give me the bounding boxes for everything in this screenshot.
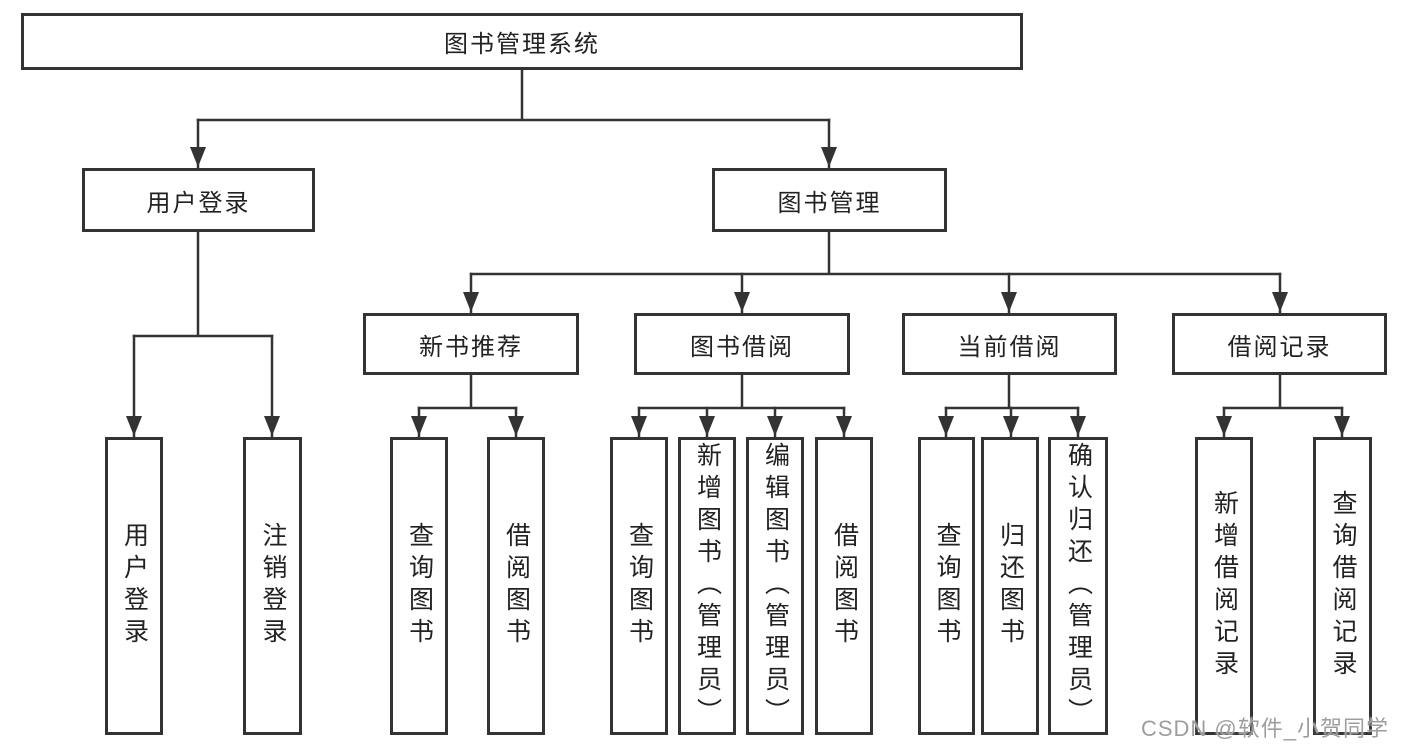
leaf-return-books: 归还图书 [981,437,1039,735]
node-current-borrow: 当前借阅 [902,313,1117,375]
leaf-borrow-books: 借阅图书 [815,437,873,735]
node-root-system: 图书管理系统 [21,13,1023,70]
leaf-query-borrow-record: 查询借阅记录 [1313,437,1372,735]
leaf-add-borrow-record: 新增借阅记录 [1195,437,1253,735]
branch-rails [132,68,1344,410]
leaf-confirm-return-admin: 确认归还（管理员） [1048,437,1108,735]
node-new-book-recommend: 新书推荐 [363,313,579,375]
leaf-query-books: 查询图书 [610,437,668,735]
node-book-management: 图书管理 [712,168,947,232]
leaf-edit-books-admin: 编辑图书（管理员） [746,437,804,735]
csdn-watermark: CSDN @软件_小贺同学 [1140,716,1389,741]
leaf-add-books-admin: 新增图书（管理员） [678,437,736,735]
node-borrow-records: 借阅记录 [1172,313,1387,375]
leaf-query-books: 查询图书 [390,437,448,735]
leaf-query-books: 查询图书 [918,437,975,735]
leaf-borrow-books: 借阅图书 [487,437,545,735]
leaf-user-login: 用户登录 [105,437,163,735]
node-book-borrow: 图书借阅 [634,313,850,375]
node-user-login: 用户登录 [82,168,315,232]
leaf-logout: 注销登录 [243,437,302,735]
